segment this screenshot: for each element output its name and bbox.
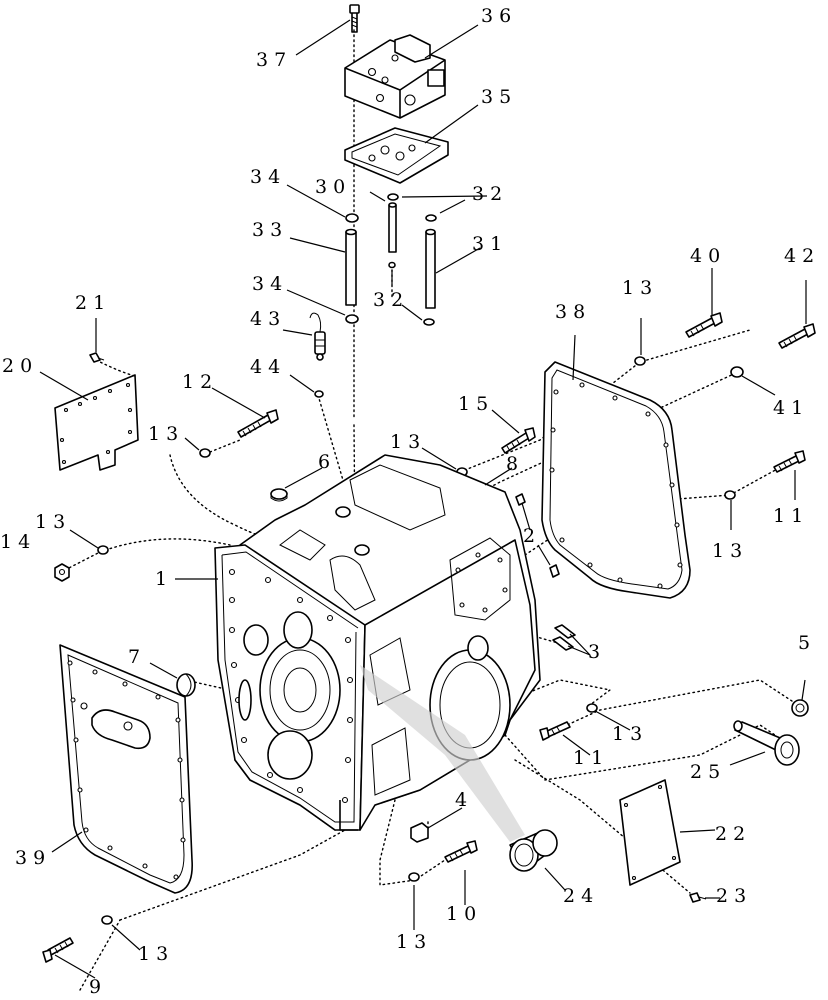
bolt-37 — [349, 4, 360, 33]
callout-9: 9 — [89, 976, 107, 998]
housing-1 — [214, 454, 541, 831]
callout-35: 35 — [481, 86, 517, 108]
valve-block-36 — [344, 34, 446, 119]
leader-lines — [39, 19, 807, 979]
callout-38: 38 — [555, 301, 591, 323]
callout-34a: 34 — [250, 166, 286, 188]
o-ring-32c — [388, 261, 396, 269]
o-ring-34b — [345, 314, 359, 324]
screw-21 — [89, 352, 105, 363]
callout-36: 36 — [481, 5, 517, 27]
callout-11a: 11 — [773, 505, 809, 527]
callout-12: 12 — [182, 371, 218, 393]
callout-20: 20 — [2, 355, 38, 377]
callout-13g: 13 — [396, 931, 432, 953]
o-ring-32d — [423, 318, 435, 326]
gasket-35 — [344, 127, 449, 184]
callout-32a: 32 — [472, 183, 508, 205]
plug-7 — [176, 673, 196, 697]
cover-22 — [619, 779, 681, 886]
washer-13h — [101, 915, 113, 925]
callout-6: 6 — [318, 451, 336, 473]
shaft-25 — [733, 720, 800, 766]
callout-34b: 34 — [252, 273, 288, 295]
callout-15: 15 — [458, 393, 494, 415]
bearing-24 — [360, 665, 558, 872]
bolt-12 — [237, 409, 279, 438]
callout-23: 23 — [716, 885, 752, 907]
tube-30 — [388, 202, 397, 253]
tube-33 — [345, 228, 357, 306]
callout-42: 42 — [784, 245, 820, 267]
callout-13a: 13 — [148, 423, 184, 445]
callout-13b: 13 — [35, 511, 71, 533]
o-ring-32a — [387, 193, 399, 201]
washer-13b — [97, 545, 109, 555]
bolt-11b — [539, 721, 571, 741]
callout-13e: 13 — [712, 540, 748, 562]
callout-13f: 13 — [612, 723, 648, 745]
callout-44: 44 — [250, 356, 286, 378]
callout-13d: 13 — [622, 277, 658, 299]
callout-43: 43 — [250, 308, 286, 330]
washer-13g — [408, 872, 420, 882]
bolt-42 — [778, 323, 816, 349]
bolt-9 — [42, 937, 74, 963]
callout-41: 41 — [773, 397, 809, 419]
bolt-10 — [444, 840, 478, 863]
callout-2: 2 — [523, 525, 541, 547]
o-ring-32b — [425, 214, 437, 222]
screw-23 — [689, 892, 707, 903]
plug-6 — [270, 488, 288, 502]
callout-1: 1 — [155, 568, 173, 590]
parts — [42, 4, 816, 963]
callout-3: 3 — [588, 641, 606, 663]
washer-41 — [730, 366, 744, 378]
washer-13f — [586, 703, 598, 713]
washer-13e — [724, 490, 736, 500]
bolt-11a — [773, 450, 806, 473]
cover-plate-20 — [54, 374, 139, 471]
callout-labels: 37 36 35 34 30 32 33 31 34 32 43 44 21 2… — [0, 5, 820, 998]
pin-3 — [552, 624, 576, 651]
gasket-38 — [541, 361, 691, 599]
dowel-2 — [515, 493, 560, 578]
callout-39: 39 — [15, 847, 51, 869]
callout-25: 25 — [690, 761, 726, 783]
bolt-40 — [685, 312, 723, 338]
callout-11b: 11 — [573, 747, 609, 769]
gasket-39 — [59, 644, 193, 894]
callout-10: 10 — [446, 903, 482, 925]
callout-13c: 13 — [390, 431, 426, 453]
callout-33: 33 — [252, 219, 288, 241]
callout-32b: 32 — [373, 289, 409, 311]
callout-31: 31 — [472, 233, 508, 255]
callout-24: 24 — [563, 885, 599, 907]
o-ring-34a — [345, 213, 359, 223]
callout-37: 37 — [256, 49, 292, 71]
sensor-43 — [309, 312, 326, 361]
callout-8: 8 — [506, 453, 524, 475]
callout-40: 40 — [690, 245, 726, 267]
callout-13h: 13 — [138, 943, 174, 965]
callout-5: 5 — [798, 632, 816, 654]
nut-14 — [54, 563, 70, 582]
plug-5 — [791, 699, 809, 717]
washer-44 — [314, 390, 324, 398]
callout-30: 30 — [315, 176, 351, 198]
washer-13a — [199, 448, 211, 458]
callout-7: 7 — [128, 646, 146, 668]
callout-14: 14 — [0, 531, 36, 553]
washer-13d — [634, 356, 646, 366]
callout-21: 21 — [75, 292, 111, 314]
plug-4 — [410, 822, 429, 843]
tube-31 — [425, 228, 436, 309]
callout-22: 22 — [715, 823, 751, 845]
callout-4: 4 — [455, 789, 473, 811]
bolt-15 — [501, 427, 536, 454]
